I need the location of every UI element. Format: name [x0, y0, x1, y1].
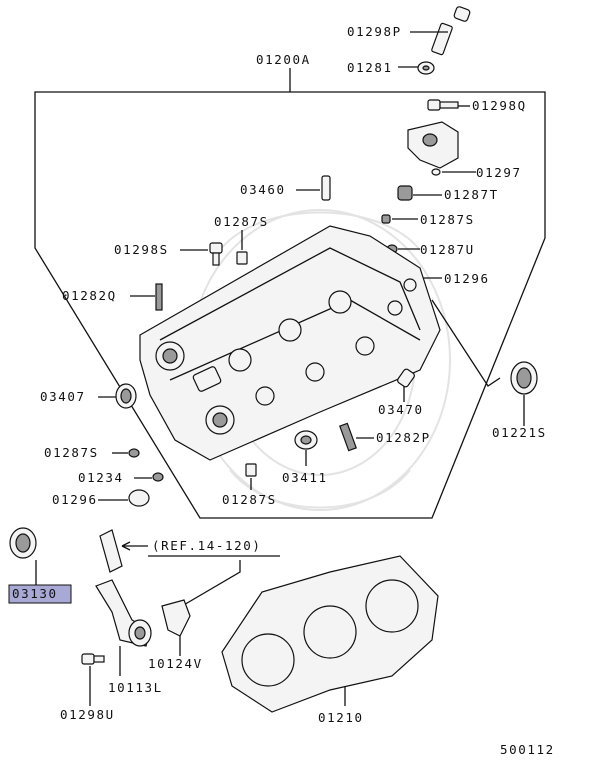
label-03460[interactable]: 03460: [240, 182, 286, 197]
label-01281[interactable]: 01281: [347, 60, 393, 75]
bolt-01298S: [209, 242, 223, 266]
water-outlet-10113L: [95, 579, 152, 647]
label-01298U[interactable]: 01298U: [60, 707, 115, 722]
label-01296-lower[interactable]: 01296: [52, 492, 98, 507]
seal-03130: [9, 527, 37, 559]
label-01298P[interactable]: 01298P: [347, 24, 402, 39]
reference-label[interactable]: (REF.14-120): [152, 538, 262, 553]
label-01234[interactable]: 01234: [78, 470, 124, 485]
label-01287S-lower[interactable]: 01287S: [222, 492, 277, 507]
gasket-10124V: [161, 599, 191, 637]
drawing-number: 500112: [500, 742, 555, 757]
label-01287S-right[interactable]: 01287S: [420, 212, 475, 227]
seal-03411: [294, 430, 318, 450]
label-01282Q[interactable]: 01282Q: [62, 288, 117, 303]
bolt-01298U: [81, 653, 105, 665]
label-01298Q[interactable]: 01298Q: [472, 98, 527, 113]
pin-01297: [431, 168, 441, 176]
label-01282P[interactable]: 01282P: [376, 430, 431, 445]
label-03407[interactable]: 03407: [40, 389, 86, 404]
label-03470[interactable]: 03470: [378, 402, 424, 417]
label-01210[interactable]: 01210: [318, 710, 364, 725]
plug-01296-lower: [128, 489, 150, 507]
label-01297[interactable]: 01297: [476, 165, 522, 180]
plug-01287T: [397, 185, 413, 201]
part-03470: [397, 368, 415, 388]
label-01287T[interactable]: 01287T: [444, 187, 499, 202]
stud-01282Q: [155, 283, 163, 311]
label-01298S[interactable]: 01298S: [114, 242, 169, 257]
plug-01287S-top: [236, 251, 248, 265]
assembly-frame: [34, 91, 546, 519]
plug-01287S-left: [128, 448, 140, 458]
label-10113L[interactable]: 10113L: [108, 680, 163, 695]
plug-01287S-lower: [245, 463, 257, 477]
bolt-01298P: [431, 6, 471, 56]
label-01287S-left[interactable]: 01287S: [44, 445, 99, 460]
washer-01281: [417, 61, 435, 75]
seal-01221S: [510, 361, 538, 395]
seal-03407: [115, 383, 137, 409]
label-01221S[interactable]: 01221S: [492, 425, 547, 440]
hose: [99, 529, 123, 573]
label-01200A[interactable]: 01200A: [256, 52, 311, 67]
bolt-01298Q: [427, 99, 459, 111]
head-gasket-01210: [221, 555, 439, 713]
label-03411[interactable]: 03411: [282, 470, 328, 485]
part-03460: [321, 175, 331, 201]
label-10124V[interactable]: 10124V: [148, 656, 203, 671]
label-01287S-top[interactable]: 01287S: [214, 214, 269, 229]
label-01287U[interactable]: 01287U: [420, 242, 475, 257]
cylinder-head: [139, 225, 441, 461]
plug-01234: [152, 472, 164, 482]
plug-01287S-right: [381, 214, 391, 224]
label-01296-top[interactable]: 01296: [444, 271, 490, 286]
highlight-03130: [8, 584, 72, 604]
stud-01282P: [339, 422, 357, 452]
label-03130[interactable]: 03130: [12, 586, 58, 601]
